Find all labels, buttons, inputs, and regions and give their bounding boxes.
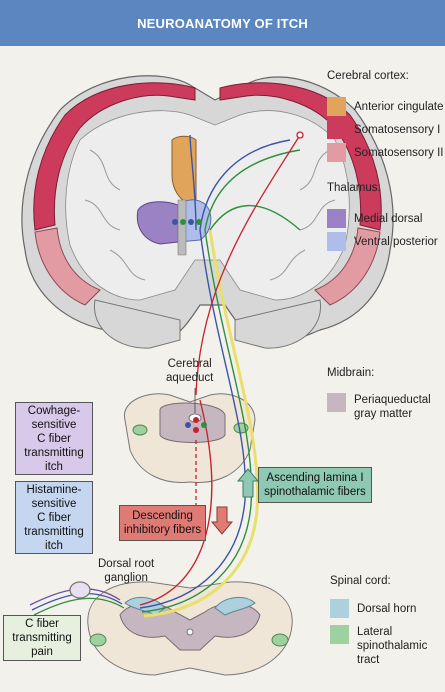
midbrain-nodes bbox=[185, 417, 207, 433]
legend-label: Anterior cingulate bbox=[354, 100, 444, 113]
lateral-tract-right bbox=[271, 633, 289, 647]
legend-medial-dorsal: Medial dorsal bbox=[327, 209, 422, 228]
arrows bbox=[210, 468, 260, 535]
periaqueductal-gray bbox=[159, 402, 226, 443]
descending-arrow bbox=[210, 506, 234, 535]
ascending-lamina-box: Ascending lamina I spinothalamic fibers bbox=[258, 467, 372, 503]
histamine-fiber-box: Histamine- sensitive C fiber transmittin… bbox=[15, 481, 93, 554]
thalamus-nodes bbox=[172, 219, 202, 225]
legend-lateral-tract: Lateral spinothalamic tract bbox=[330, 625, 427, 667]
swatch-lateral-tract bbox=[330, 625, 349, 644]
pain-fiber-box: C fiber transmitting pain bbox=[3, 615, 81, 661]
cerebellum bbox=[94, 299, 321, 349]
swatch-somatosensory-2 bbox=[327, 143, 346, 162]
legend-periaqueductal: Periaqueductal gray matter bbox=[327, 393, 431, 421]
swatch-dorsal-horn bbox=[330, 599, 349, 618]
dorsal-root-ganglion bbox=[69, 581, 91, 599]
cortex-heading: Cerebral cortex: bbox=[327, 70, 409, 82]
legend-label: Dorsal horn bbox=[357, 602, 417, 615]
dorsal-root-fibers bbox=[29, 581, 125, 616]
central-canal bbox=[186, 628, 194, 636]
legend-label: Somatosensory I bbox=[354, 123, 441, 136]
somatosensory-2-cortex-left bbox=[34, 227, 101, 306]
swatch-anterior-cingulate bbox=[327, 97, 346, 116]
descending-inhibitory-box: Descending inhibitory fibers bbox=[119, 505, 206, 541]
swatch-periaqueductal bbox=[327, 393, 346, 412]
gyri-lines bbox=[84, 149, 336, 281]
diagram-title: NEUROANATOMY OF ITCH bbox=[0, 0, 445, 46]
lateral-tract-left bbox=[89, 633, 107, 647]
somatosensory-1-cortex bbox=[33, 82, 196, 231]
legend-label: Periaqueductal gray matter bbox=[354, 394, 431, 420]
cerebral-aqueduct-label: Cerebral aqueduct bbox=[166, 358, 214, 384]
midbrain-heading: Midbrain: bbox=[327, 367, 375, 379]
legend-label: Ventral posterior bbox=[354, 235, 438, 248]
legend-somatosensory-2: Somatosensory II bbox=[327, 143, 443, 162]
brain-coronal-section bbox=[21, 75, 394, 349]
legend-dorsal-horn: Dorsal horn bbox=[330, 599, 416, 618]
legend-label: Medial dorsal bbox=[354, 212, 423, 225]
midbrain-section bbox=[124, 393, 256, 484]
spinal-cord-section bbox=[87, 581, 293, 676]
legend-label: Lateral spinothalamic tract bbox=[357, 626, 428, 666]
ascending-arrow bbox=[236, 468, 260, 498]
thalamus-heading: Thalamus: bbox=[327, 182, 381, 194]
cowhage-fiber-box: Cowhage- sensitive C fiber transmitting … bbox=[15, 402, 93, 475]
legend-somatosensory-1: Somatosensory I bbox=[327, 120, 440, 139]
swatch-ventral-posterior bbox=[327, 232, 346, 251]
ventricles bbox=[177, 199, 187, 256]
legend-ventral-posterior: Ventral posterior bbox=[327, 232, 438, 251]
red-node-cortex bbox=[296, 131, 304, 139]
swatch-somatosensory-1 bbox=[327, 120, 346, 139]
legend-anterior-cingulate: Anterior cingulate bbox=[327, 97, 444, 116]
legend-label: Somatosensory II bbox=[354, 146, 444, 159]
dorsal-horn-right bbox=[214, 596, 256, 616]
somatosensory-2-cortex-right bbox=[314, 227, 381, 306]
midbrain-lateral-tract-left bbox=[132, 424, 148, 436]
dorsal-root-ganglion-label: Dorsal root ganglion bbox=[98, 558, 155, 584]
swatch-medial-dorsal bbox=[327, 209, 346, 228]
spinal-cord-heading: Spinal cord: bbox=[330, 575, 391, 587]
